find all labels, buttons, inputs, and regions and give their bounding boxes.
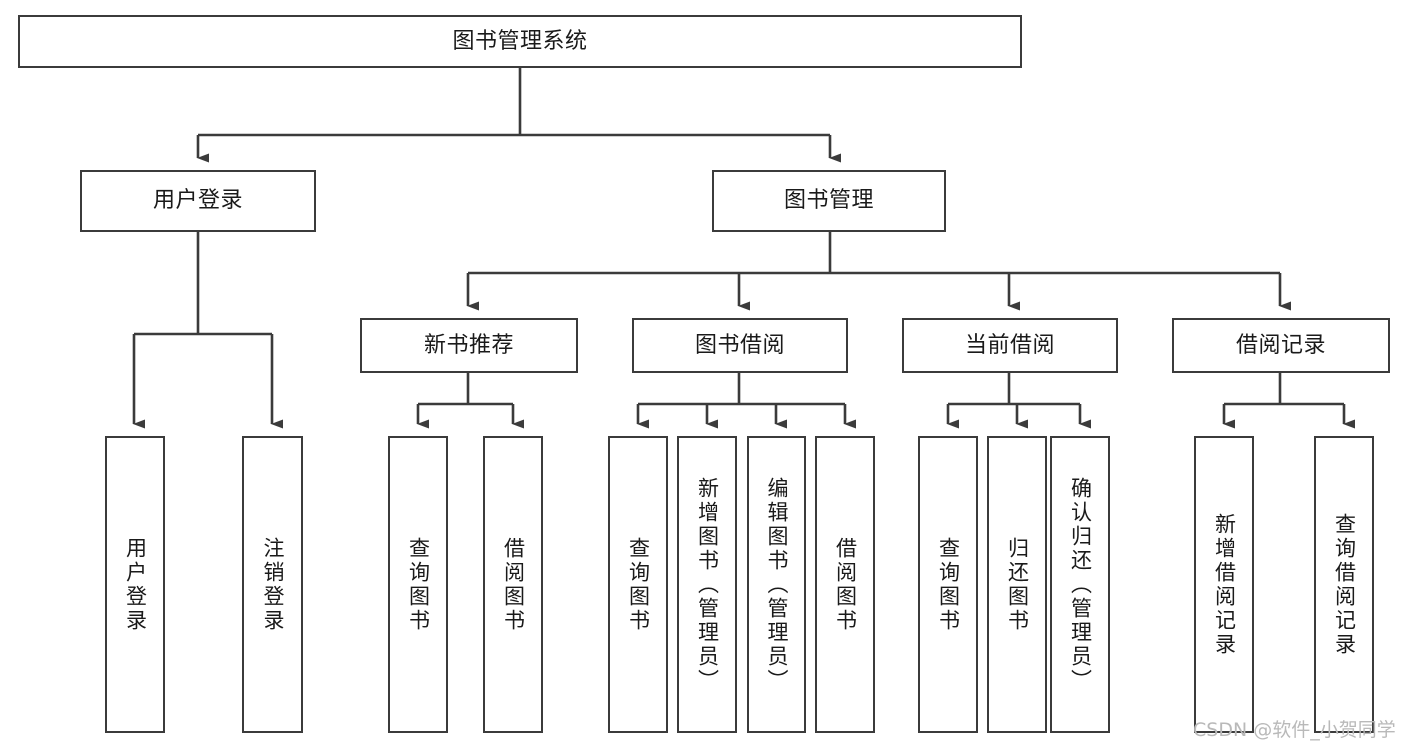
node-leaf-confirm-return-label: 确认归还（管理员） (1068, 476, 1093, 693)
node-leaf-add-record[interactable]: 新增借阅记录 (1194, 436, 1254, 733)
node-leaf-query-book-3[interactable]: 查询图书 (918, 436, 978, 733)
node-book-borrow[interactable]: 图书借阅 (632, 318, 848, 373)
node-leaf-confirm-return[interactable]: 确认归还（管理员） (1050, 436, 1110, 733)
node-root[interactable]: 图书管理系统 (18, 15, 1022, 68)
node-root-label: 图书管理系统 (452, 28, 588, 54)
node-current-borrow[interactable]: 当前借阅 (902, 318, 1118, 373)
node-leaf-add-book-label: 新增图书（管理员） (695, 476, 720, 693)
node-book-manage[interactable]: 图书管理 (712, 170, 946, 232)
node-leaf-query-book-1-label: 查询图书 (406, 536, 431, 633)
node-leaf-query-record[interactable]: 查询借阅记录 (1314, 436, 1374, 733)
node-leaf-logout-label: 注销登录 (261, 536, 285, 633)
node-leaf-edit-book[interactable]: 编辑图书（管理员） (747, 436, 806, 733)
node-leaf-query-record-label: 查询借阅记录 (1332, 512, 1357, 657)
node-new-book-recommend-label: 新书推荐 (423, 332, 514, 358)
node-leaf-return-book[interactable]: 归还图书 (987, 436, 1047, 733)
node-user-login-label: 用户登录 (152, 188, 243, 214)
node-leaf-query-book-1[interactable]: 查询图书 (388, 436, 448, 733)
node-leaf-add-book[interactable]: 新增图书（管理员） (677, 436, 737, 733)
node-leaf-query-book-2-label: 查询图书 (626, 536, 651, 633)
node-leaf-query-book-3-label: 查询图书 (936, 536, 961, 633)
node-borrow-record[interactable]: 借阅记录 (1172, 318, 1390, 373)
node-leaf-add-record-label: 新增借阅记录 (1212, 512, 1237, 657)
node-borrow-record-label: 借阅记录 (1235, 332, 1326, 358)
node-book-manage-label: 图书管理 (783, 188, 874, 214)
node-leaf-borrow-book-2[interactable]: 借阅图书 (815, 436, 875, 733)
node-user-login[interactable]: 用户登录 (80, 170, 316, 232)
node-leaf-query-book-2[interactable]: 查询图书 (608, 436, 668, 733)
node-leaf-logout[interactable]: 注销登录 (242, 436, 303, 733)
node-leaf-user-login-label: 用户登录 (123, 536, 148, 633)
node-leaf-return-book-label: 归还图书 (1005, 536, 1030, 633)
node-leaf-edit-book-label: 编辑图书（管理员） (765, 476, 789, 693)
node-leaf-borrow-book-2-label: 借阅图书 (833, 536, 858, 633)
node-book-borrow-label: 图书借阅 (694, 332, 785, 358)
node-current-borrow-label: 当前借阅 (964, 332, 1055, 358)
node-new-book-recommend[interactable]: 新书推荐 (360, 318, 578, 373)
node-leaf-user-login[interactable]: 用户登录 (105, 436, 165, 733)
node-leaf-borrow-book-1-label: 借阅图书 (501, 536, 526, 633)
node-leaf-borrow-book-1[interactable]: 借阅图书 (483, 436, 543, 733)
